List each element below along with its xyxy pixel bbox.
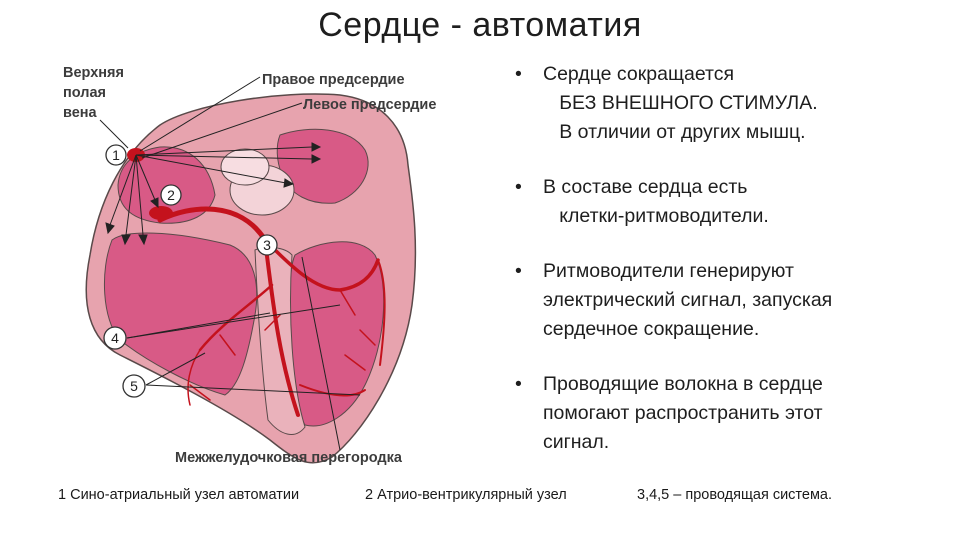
label-svc-line1: Верхняя (63, 63, 124, 83)
caption-row: 1 Сино-атриальный узел автоматии 2 Атрио… (0, 487, 960, 511)
marker-5: 5 (123, 375, 145, 397)
bullet-dot: • (515, 257, 522, 286)
label-septum: Межжелудочковая перегородка (175, 448, 402, 468)
bullet-line: Сердце сокращается (543, 60, 945, 89)
bullet-line: электрический сигнал, запуская (543, 286, 945, 315)
label-right-atrium: Правое предсердие (262, 70, 405, 90)
svg-text:5: 5 (130, 378, 138, 394)
caption-av-node: 2 Атрио-вентрикулярный узел (365, 487, 567, 503)
marker-1: 1 (106, 145, 126, 165)
svg-text:2: 2 (167, 187, 175, 203)
label-left-atrium: Левое предсердие (303, 95, 436, 115)
marker-2: 2 (161, 185, 181, 205)
label-svc-line3: вена (63, 103, 124, 123)
caption-conduction: 3,4,5 – проводящая система. (637, 487, 832, 503)
slide-title: Сердце - автоматия (0, 6, 960, 45)
bullet-line: В составе сердца есть (543, 173, 945, 202)
bullet-line: БЕЗ ВНЕШНОГО СТИМУЛА. (543, 89, 945, 118)
heart-diagram: 1 2 3 4 5 Верхняя полая вена Пр (40, 55, 510, 480)
caption-sa-node: 1 Сино-атриальный узел автоматии (58, 487, 299, 503)
pulmonary-valve (221, 149, 269, 185)
label-svc-line2: полая (63, 83, 124, 103)
bullet-line: Ритмоводители генерируют (543, 257, 945, 286)
bullet-line: сигнал. (543, 428, 945, 457)
bullet-item: • Ритмоводители генерируют электрический… (515, 257, 945, 344)
bullet-line: Проводящие волокна в сердце (543, 370, 945, 399)
bullet-dot: • (515, 60, 522, 89)
marker-4: 4 (104, 327, 126, 349)
svg-text:3: 3 (263, 237, 271, 253)
svg-text:1: 1 (112, 147, 120, 163)
bullet-line: клетки-ритмоводители. (543, 202, 945, 231)
label-svc: Верхняя полая вена (63, 63, 124, 123)
bullet-dot: • (515, 370, 522, 399)
bullet-item: • Сердце сокращается БЕЗ ВНЕШНОГО СТИМУЛ… (515, 60, 945, 147)
bullet-list: • Сердце сокращается БЕЗ ВНЕШНОГО СТИМУЛ… (515, 60, 945, 457)
svg-text:4: 4 (111, 330, 119, 346)
bullet-item: • Проводящие волокна в сердце помогают р… (515, 370, 945, 457)
bullet-line: В отличии от других мышц. (543, 118, 945, 147)
bullet-line: помогают распространить этот (543, 399, 945, 428)
marker-3: 3 (257, 235, 277, 255)
bullet-line: сердечное сокращение. (543, 315, 945, 344)
right-ventricle-chamber (104, 233, 256, 395)
bullet-item: • В составе сердца есть клетки-ритмоводи… (515, 173, 945, 231)
av-node (149, 206, 173, 220)
bullet-dot: • (515, 173, 522, 202)
